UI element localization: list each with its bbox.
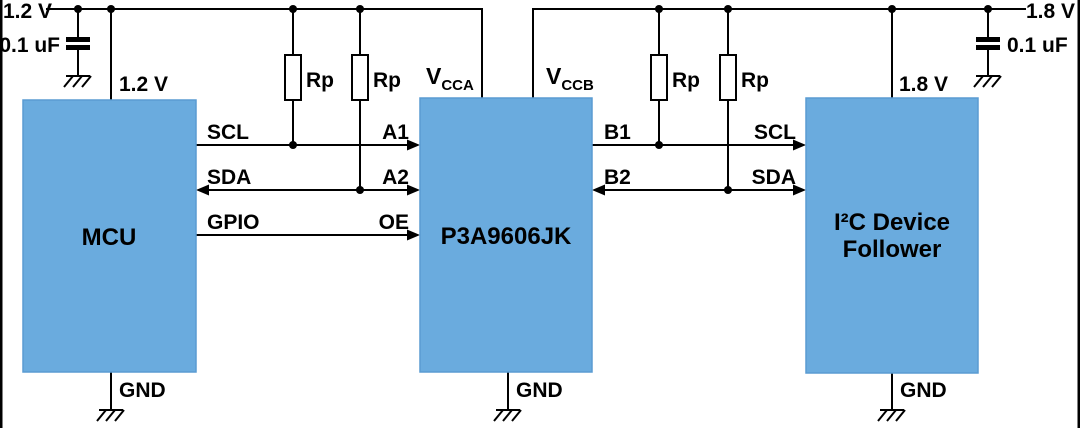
ground-symbol-follower <box>877 409 906 422</box>
arrowhead-right <box>793 184 806 196</box>
rail-1v2-net <box>46 8 483 100</box>
rail-1v8-net <box>532 8 1026 98</box>
follower-pin-sda-label: SDA <box>752 166 796 189</box>
mcu-vcc-label: 1.2 V <box>119 73 168 96</box>
vccb-main: V <box>546 63 562 89</box>
capacitor-plate <box>66 37 90 42</box>
translator-pin-a1-label: A1 <box>382 121 409 144</box>
vccb-pin-label: VCCB <box>546 63 594 94</box>
ground-symbol-mcu <box>96 409 125 422</box>
resistor-rp3-label: Rp <box>672 69 700 92</box>
mcu-pin-sda-label: SDA <box>207 166 251 189</box>
mcu-gnd-label: GND <box>119 379 166 402</box>
follower-block <box>805 97 979 374</box>
junction-dot <box>655 5 663 13</box>
signal-gpio-oe <box>196 229 420 241</box>
translator-title: P3A9606JK <box>441 223 572 250</box>
resistor-rp1 <box>284 9 302 145</box>
ground-symbol-cap-right <box>973 75 1002 88</box>
rail-1v8-wire <box>532 8 1026 98</box>
translator-pin-oe-label: OE <box>379 211 409 234</box>
translator-gnd-label: GND <box>516 379 563 402</box>
junction-dot <box>655 141 663 149</box>
arrowhead-right <box>407 139 420 151</box>
signal-sda-a-side <box>196 184 420 196</box>
vcca-sub: CCA <box>441 77 474 94</box>
capacitor-plate <box>976 45 1000 50</box>
right-border-strip <box>1077 0 1080 428</box>
resistor-body <box>719 54 737 101</box>
mcu-pin-gpio-label: GPIO <box>207 211 260 234</box>
vcca-main: V <box>426 63 442 89</box>
follower-pin-scl-label: SCL <box>754 121 796 144</box>
translator-pin-a2-label: A2 <box>382 166 409 189</box>
ground-symbol-cap-left <box>63 75 92 88</box>
resistor-body <box>284 54 302 101</box>
signal-scl-b-side <box>592 139 806 151</box>
junction-dot <box>289 5 297 13</box>
signal-scl-a-side <box>196 139 420 151</box>
junction-dot <box>289 141 297 149</box>
mcu-pin-scl-label: SCL <box>207 121 249 144</box>
arrowhead-right <box>407 184 420 196</box>
resistor-rp1-label: Rp <box>306 69 334 92</box>
resistor-rp4 <box>719 9 737 190</box>
vccb-sub: CCB <box>561 77 594 94</box>
arrowhead-left <box>196 184 209 196</box>
resistor-body <box>351 54 369 101</box>
cap-right-value-label: 0.1 uF <box>1007 34 1068 57</box>
rail-1v2-label: 1.2 V <box>3 0 52 23</box>
junction-dot <box>724 5 732 13</box>
arrowhead-right <box>793 139 806 151</box>
rail-1v8-label: 1.8 V <box>1026 0 1075 23</box>
signal-sda-b-side <box>592 184 806 196</box>
junction-dot <box>356 5 364 13</box>
mcu-block <box>22 99 197 373</box>
translator-block <box>419 97 593 373</box>
junction-dot <box>888 5 896 13</box>
resistor-rp2 <box>351 9 369 190</box>
junction-dots <box>74 5 992 194</box>
capacitor-right-symbol <box>976 37 1000 50</box>
translator-pin-b2-label: B2 <box>604 166 631 189</box>
follower-title-line1: I²C Device <box>834 209 950 236</box>
junction-dot <box>356 186 364 194</box>
capacitor-plate <box>66 45 90 50</box>
junction-dot <box>74 5 82 13</box>
resistor-body <box>650 54 668 101</box>
resistor-rp2-label: Rp <box>373 69 401 92</box>
rail-1v2-wire <box>46 8 483 98</box>
arrowhead-left <box>592 184 605 196</box>
vcca-pin-label: VCCA <box>426 63 474 94</box>
arrowhead-right <box>407 229 420 241</box>
mcu-title: MCU <box>82 224 137 251</box>
resistor-rp4-label: Rp <box>741 69 769 92</box>
left-border-strip <box>0 0 3 428</box>
resistor-rp3 <box>650 9 668 145</box>
junction-dot <box>724 186 732 194</box>
follower-vcc-label: 1.8 V <box>899 73 948 96</box>
follower-gnd-label: GND <box>900 379 947 402</box>
ground-symbol-translator <box>493 409 522 422</box>
junction-dot <box>984 5 992 13</box>
junction-dot <box>107 5 115 13</box>
cap-left-value-label: 0.1 uF <box>0 34 60 57</box>
capacitor-left-symbol <box>66 37 90 50</box>
capacitor-plate <box>976 37 1000 42</box>
translator-pin-b1-label: B1 <box>604 121 631 144</box>
follower-title-line2: Follower <box>843 236 942 263</box>
